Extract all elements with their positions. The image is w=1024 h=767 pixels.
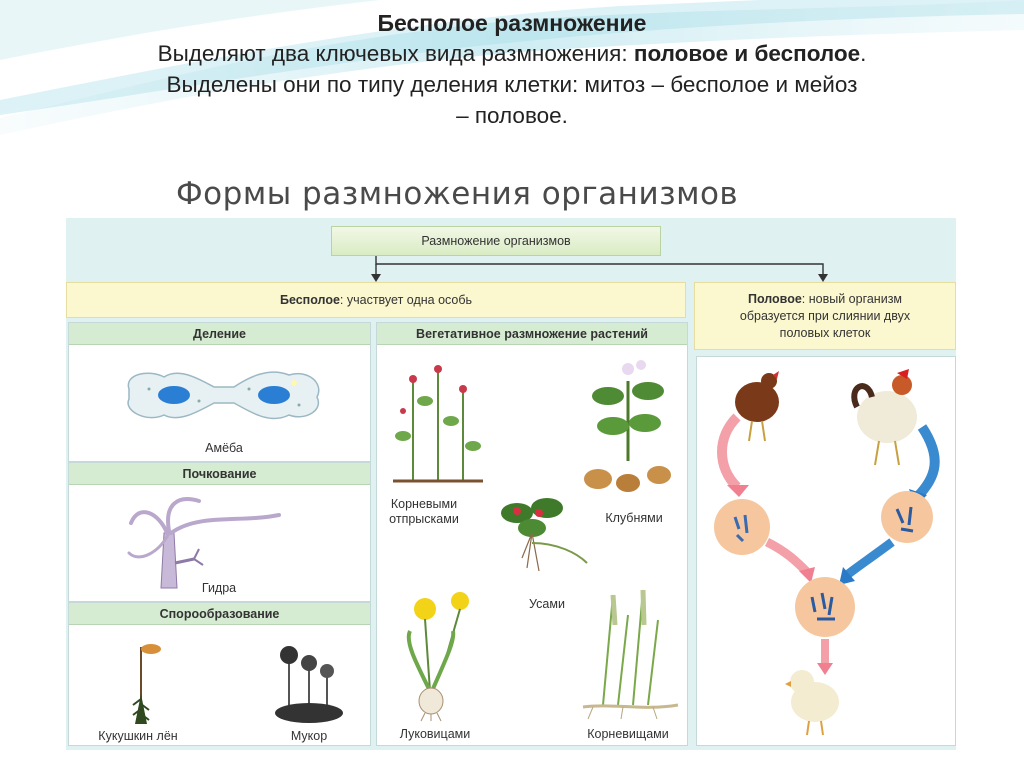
chicken-cycle-illustration bbox=[714, 369, 940, 736]
amoeba-illustration bbox=[127, 371, 320, 420]
asexual-text: : участвует одна особь bbox=[339, 293, 473, 307]
division-section: Деление Амёба bbox=[68, 322, 371, 462]
sexual-bold: Половое bbox=[747, 291, 802, 306]
hydra-label: Гидра bbox=[201, 581, 237, 595]
header-line-1: Выделяют два ключевых вида размножения: … bbox=[0, 38, 1024, 69]
spores-section: Спорообразование Кукушкин лён Мукор bbox=[68, 602, 371, 746]
root-suckers-label-2: отпрысками bbox=[389, 512, 459, 526]
asexual-node: Бесполое: участвует одна особь bbox=[66, 282, 686, 318]
division-header: Деление bbox=[69, 323, 370, 345]
potato-plant-illustration bbox=[584, 360, 671, 492]
vegetative-header: Вегетативное размножение растений bbox=[377, 323, 687, 345]
sexual-line-3: половых клеток bbox=[779, 325, 871, 340]
sexual-line-1: Половое: новый организм bbox=[740, 291, 910, 308]
root-suckers-label: Корневыми отпрысками bbox=[379, 497, 469, 527]
header-line-1-text: Выделяют два ключевых вида размножения: bbox=[157, 41, 634, 66]
amoeba-label: Амёба bbox=[205, 441, 243, 455]
tubers-label: Клубнями bbox=[605, 511, 663, 525]
sexual-node: Половое: новый организм образуется при с… bbox=[694, 282, 956, 350]
mucor-illustration bbox=[275, 646, 343, 723]
budding-section: Почкование Гидра bbox=[68, 462, 371, 602]
root-suckers-plant-illustration bbox=[393, 365, 483, 483]
rhizome-plant-illustration bbox=[582, 589, 679, 720]
diagram-title: Формы размножения организмов bbox=[66, 170, 956, 218]
budding-header: Почкование bbox=[69, 463, 370, 485]
hydra-illustration bbox=[127, 497, 281, 589]
root-node: Размножение организмов bbox=[331, 226, 661, 256]
runners-label: Усами bbox=[529, 597, 565, 611]
header-line-1-end: . bbox=[860, 41, 867, 66]
header-line-3: – половое. bbox=[456, 103, 568, 128]
sexual-line-1-rest: : новый организм bbox=[801, 291, 903, 306]
moss-illustration bbox=[132, 644, 161, 724]
bulbs-label: Луковицами bbox=[399, 727, 471, 741]
header-line-2: Выделены они по типу деления клетки: мит… bbox=[166, 72, 858, 97]
asexual-bold: Бесполое bbox=[279, 293, 340, 307]
reproduction-diagram: Формы размножения организмов Размножение… bbox=[66, 170, 956, 750]
vegetative-section: Вегетативное размножение растений Корнев… bbox=[376, 322, 688, 746]
bulb-plant-illustration bbox=[406, 592, 469, 722]
connector-arrows bbox=[371, 256, 828, 282]
root-suckers-label-1: Корневыми bbox=[390, 497, 458, 511]
spores-header: Спорообразование bbox=[69, 603, 370, 625]
mucor-label: Мукор bbox=[290, 729, 328, 743]
strawberry-plant-illustration bbox=[501, 498, 588, 572]
header-line-1-bold: половое и бесполое bbox=[633, 41, 861, 66]
sexual-section bbox=[696, 356, 956, 746]
rhizomes-label: Корневищами bbox=[587, 727, 669, 741]
slide-header: Бесполое размножение Выделяют два ключев… bbox=[0, 6, 1024, 131]
slide-title: Бесполое размножение bbox=[377, 10, 647, 36]
sexual-line-2: образуется при слиянии двух bbox=[739, 308, 911, 323]
moss-label: Кукушкин лён bbox=[98, 729, 178, 743]
